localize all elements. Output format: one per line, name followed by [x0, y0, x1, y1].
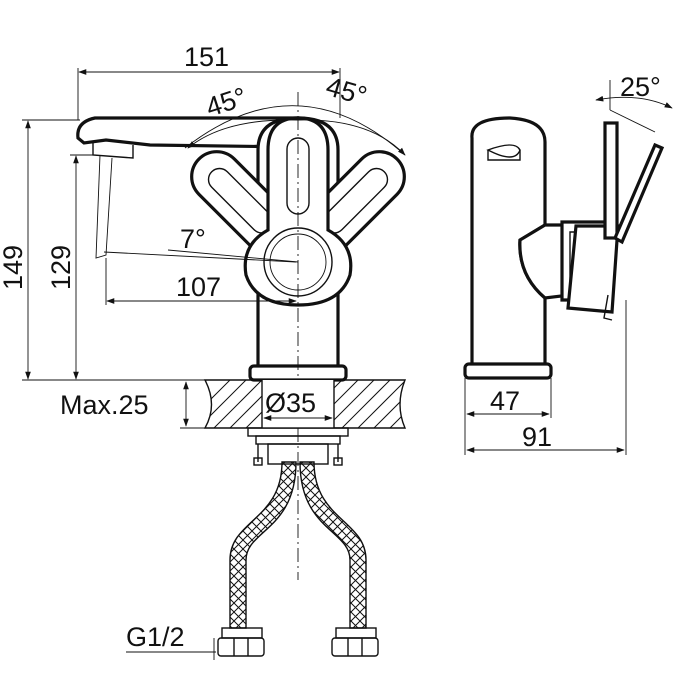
dim-angle-right: 45° — [323, 71, 371, 111]
dim-height-spout: 129 — [46, 245, 76, 290]
deck-section — [203, 379, 407, 429]
spout — [76, 116, 300, 149]
dim-thread: G1/2 — [126, 622, 185, 652]
dim-height-total: 149 — [0, 245, 28, 290]
dim-max-deck: Max.25 — [60, 390, 149, 420]
hose-right — [299, 461, 379, 657]
front-view — [22, 68, 407, 660]
hose-left — [217, 461, 297, 657]
dim-angle-spout: 7° — [180, 224, 206, 254]
dim-width-top: 151 — [184, 42, 229, 72]
mounting-hardware — [247, 427, 349, 466]
dim-side-total: 91 — [522, 422, 552, 452]
dim-spout-length: 107 — [176, 272, 221, 302]
dim-hole-diameter: Ø35 — [265, 388, 316, 418]
dim-side-angle: 25° — [620, 72, 661, 102]
dim-side-body: 47 — [490, 386, 520, 416]
side-view — [463, 80, 673, 455]
